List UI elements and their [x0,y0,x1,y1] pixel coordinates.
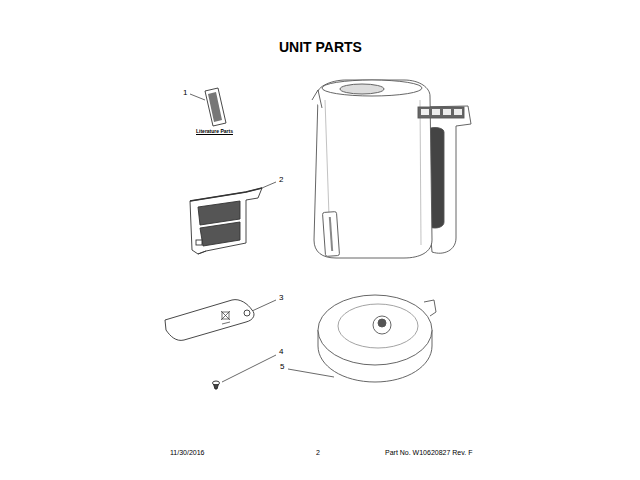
callout-number: 5 [280,363,284,371]
kettle [312,80,471,258]
callout-number: 3 [279,294,283,302]
cover-plate [165,300,254,341]
page-title: UNIT PARTS [279,40,362,54]
kettle-base [318,295,436,382]
part-name: Literature Parts [196,129,233,134]
callout-number: 4 [279,348,283,356]
screw [213,381,220,389]
leader-line [288,369,334,377]
callout-number: 1 [183,89,187,97]
leader-line [222,355,276,382]
filter [190,188,262,254]
leader-line [252,300,276,311]
page-number: 2 [316,449,320,456]
leader-line [190,94,205,100]
footer-date: 11/30/2016 [170,449,205,456]
part-number: Part No. W10620827 Rev. F [385,449,472,456]
literature-card [205,88,226,126]
callout-number: 2 [279,176,283,184]
